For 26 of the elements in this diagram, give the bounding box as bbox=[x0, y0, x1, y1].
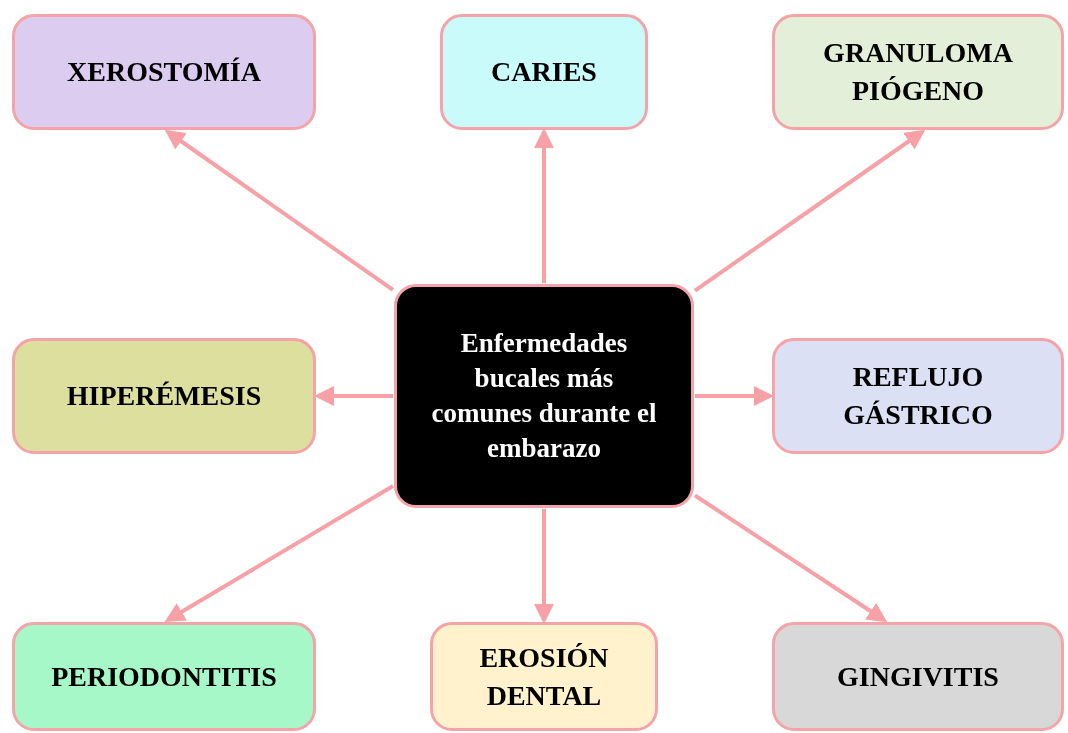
box-label: CARIES bbox=[491, 55, 597, 90]
arrow bbox=[314, 386, 393, 406]
rounded-box bbox=[12, 338, 316, 454]
rounded-box bbox=[772, 338, 1064, 454]
rounded-box bbox=[772, 14, 1064, 130]
rounded-box bbox=[12, 14, 316, 130]
box-label: HIPERÉMESIS bbox=[66, 379, 262, 414]
rounded-box bbox=[394, 284, 694, 508]
arrow bbox=[534, 509, 554, 624]
arrow bbox=[164, 129, 395, 292]
rounded-box bbox=[440, 14, 648, 130]
box-label: GRANULOMA PIÓGENO bbox=[822, 36, 1014, 108]
rounded-box bbox=[430, 622, 658, 731]
rounded-box bbox=[772, 622, 1064, 731]
arrow bbox=[534, 128, 554, 283]
box-label: GINGIVITIS bbox=[837, 659, 999, 694]
arrow bbox=[695, 386, 774, 406]
box-label: PERIODONTITIS bbox=[51, 659, 277, 694]
arrow bbox=[693, 129, 926, 293]
box-label: REFLUJO GÁSTRICO bbox=[842, 360, 994, 432]
box-label: EROSIÓN DENTAL bbox=[478, 640, 610, 713]
arrow bbox=[164, 484, 395, 623]
rounded-box bbox=[12, 622, 316, 731]
box-label: XEROSTOMÍA bbox=[67, 55, 261, 90]
arrow bbox=[693, 493, 888, 623]
box-label: Enfermedades bucales más comunes durante el embarazo bbox=[430, 326, 658, 466]
